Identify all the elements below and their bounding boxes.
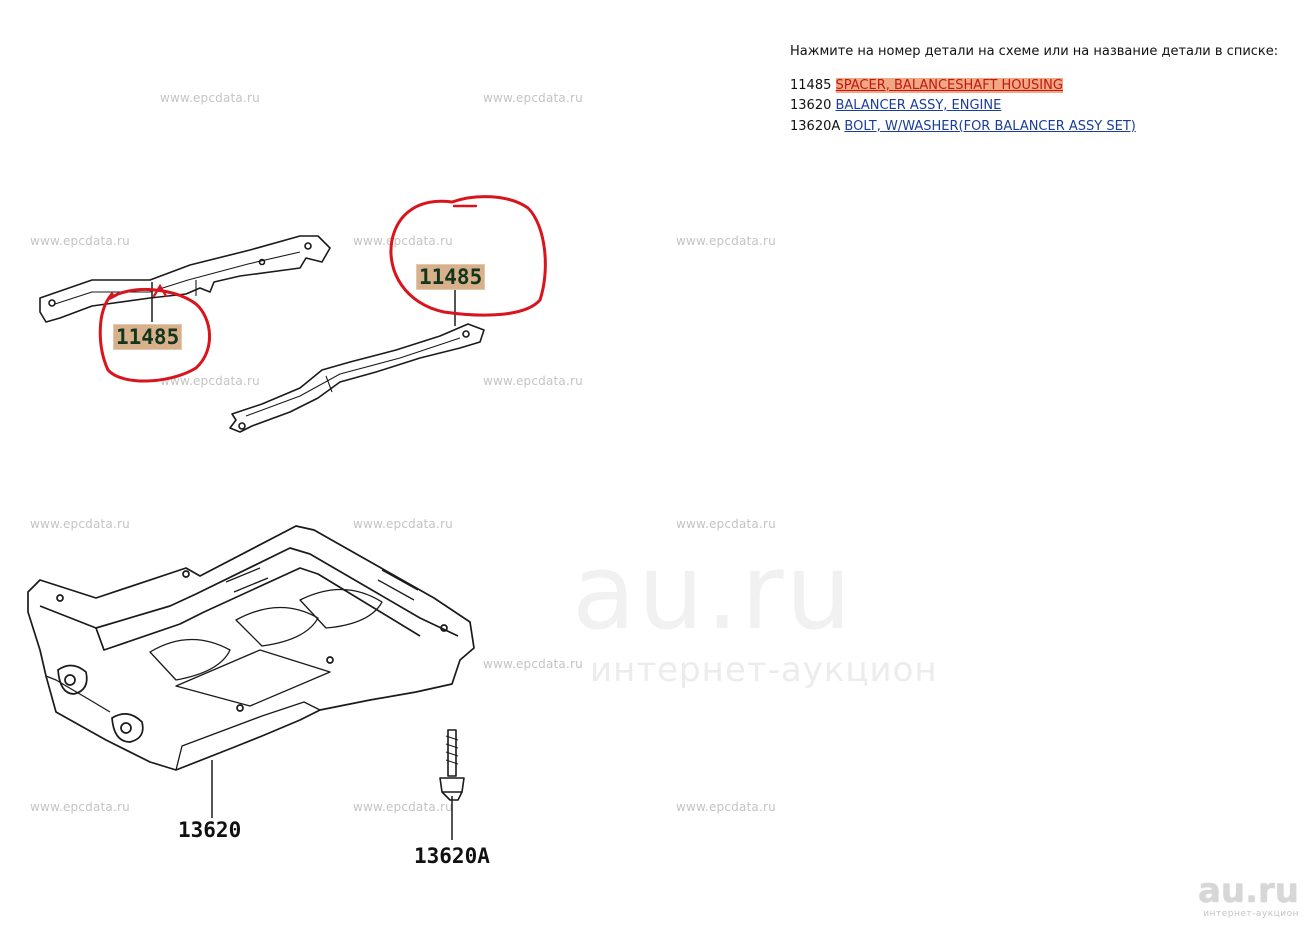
watermark-text: www.epcdata.ru <box>30 234 130 248</box>
part-link-spacer[interactable]: SPACER, BALANCESHAFT HOUSING <box>835 77 1063 93</box>
logo-text: au.ru <box>1197 871 1299 911</box>
callout-11485-right[interactable]: 11485 <box>416 264 486 290</box>
site-logo: au.ru интернет-аукцион <box>1198 873 1299 919</box>
parts-list-panel: Нажмите на номер детали на схеме или на … <box>790 42 1300 137</box>
callout-11485-left[interactable]: 11485 <box>113 324 183 350</box>
watermark-text: www.epcdata.ru <box>30 517 130 531</box>
watermark-text: www.epcdata.ru <box>676 517 776 531</box>
part-number: 13620A <box>790 118 841 134</box>
brand-watermark-subtitle: интернет-аукцион <box>590 650 938 690</box>
instruction-text: Нажмите на номер детали на схеме или на … <box>790 44 1279 59</box>
balancer-assembly-drawing[interactable] <box>27 525 475 771</box>
parts-diagram <box>27 195 547 840</box>
watermark-text: www.epcdata.ru <box>30 800 130 814</box>
watermark-text: www.epcdata.ru <box>483 657 583 671</box>
annotation-circles <box>98 195 547 383</box>
part-number: 13620 <box>790 98 832 113</box>
part-link-balancer[interactable]: BALANCER ASSY, ENGINE <box>835 98 1002 113</box>
watermark-text: www.epcdata.ru <box>160 91 260 105</box>
watermark-text: www.epcdata.ru <box>353 517 453 531</box>
part-number: 11485 <box>790 77 832 93</box>
bolt-drawing[interactable] <box>439 729 465 801</box>
part-row: 13620A BOLT, W/WASHER(FOR BALANCER ASSY … <box>790 117 1300 138</box>
callout-13620a[interactable]: 13620A <box>414 844 490 868</box>
watermark-text: www.epcdata.ru <box>160 374 260 388</box>
part-row: 11485 SPACER, BALANCESHAFT HOUSING <box>790 76 1300 97</box>
watermark-text: www.epcdata.ru <box>353 800 453 814</box>
watermark-text: www.epcdata.ru <box>676 800 776 814</box>
part-link-bolt[interactable]: BOLT, W/WASHER(FOR BALANCER ASSY SET) <box>844 118 1136 134</box>
callout-13620[interactable]: 13620 <box>178 818 242 842</box>
watermark-text: www.epcdata.ru <box>483 91 583 105</box>
spacer-right-drawing[interactable] <box>229 323 485 433</box>
spacer-left-drawing[interactable] <box>39 235 331 323</box>
watermark-text: www.epcdata.ru <box>676 234 776 248</box>
watermark-text: www.epcdata.ru <box>353 234 453 248</box>
watermark-text: www.epcdata.ru <box>483 374 583 388</box>
logo-subtitle: интернет-аукцион <box>1203 909 1299 919</box>
part-row: 13620 BALANCER ASSY, ENGINE <box>790 96 1300 117</box>
brand-watermark: au.ru <box>572 531 854 653</box>
